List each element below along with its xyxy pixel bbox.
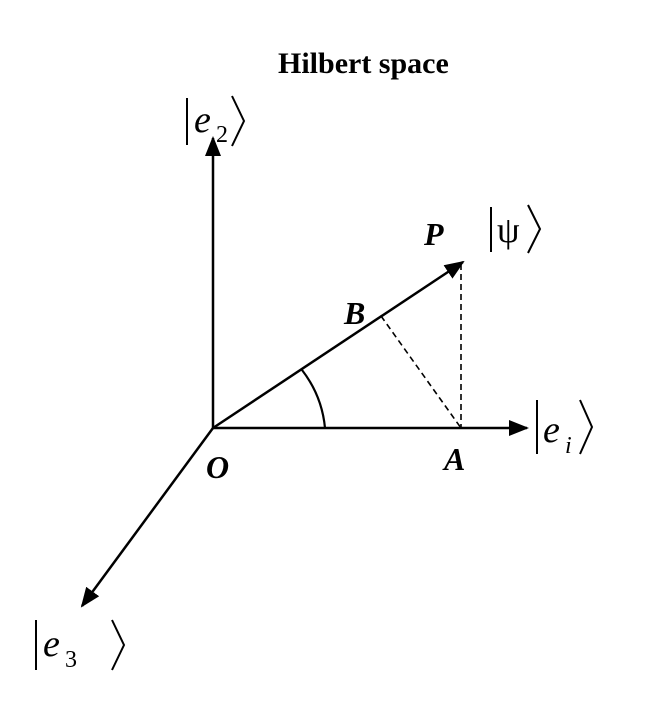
ket-psi-label: ψ xyxy=(490,204,542,254)
e3-axis xyxy=(80,427,215,608)
svg-text:e: e xyxy=(543,409,560,451)
svg-text:i: i xyxy=(565,433,572,459)
projection-A-to-B xyxy=(380,315,462,429)
angle-arc xyxy=(301,369,327,429)
ket-ei-label: e i xyxy=(536,399,594,459)
svg-text:2: 2 xyxy=(216,122,228,148)
point-A-label: A xyxy=(442,441,465,477)
point-P-label: P xyxy=(423,216,444,252)
point-O-label: O xyxy=(206,449,229,485)
svg-text:e: e xyxy=(43,623,60,665)
point-B-label: B xyxy=(343,295,365,331)
svg-text:e: e xyxy=(194,99,211,141)
ket-e3-label: e 3 xyxy=(35,619,126,673)
psi-vector xyxy=(212,260,465,430)
diagram-title: Hilbert space xyxy=(278,47,449,80)
svg-text:ψ: ψ xyxy=(497,210,520,250)
svg-text:3: 3 xyxy=(65,647,77,673)
ket-e2-label: e 2 xyxy=(186,95,246,148)
